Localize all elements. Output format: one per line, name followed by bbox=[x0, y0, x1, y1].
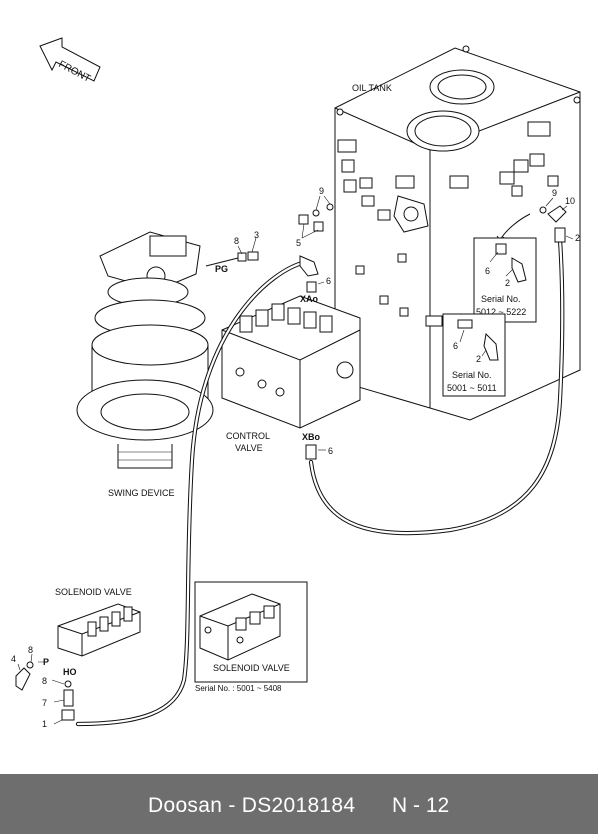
port-pg: PG bbox=[215, 264, 228, 274]
control-valve: CONTROL VALVE bbox=[221, 295, 361, 453]
part-number-6-xbo: 6 bbox=[328, 446, 333, 456]
footer-page-number: N - 12 bbox=[392, 794, 450, 817]
port-xbo: XBo bbox=[302, 432, 321, 442]
xao-fitting: XAo 6 bbox=[300, 276, 331, 304]
solenoid-valve: SOLENOID VALVE bbox=[55, 587, 141, 657]
footer-title: Doosan - DS2018184 bbox=[148, 794, 356, 817]
xbo-fitting: XBo 6 bbox=[302, 432, 333, 460]
part-number-7: 7 bbox=[42, 698, 47, 708]
hose-xbo-to-tank bbox=[308, 227, 566, 536]
hose-pg-to-solenoid bbox=[75, 255, 319, 727]
tank-return-fitting: 10 9 2 bbox=[496, 188, 580, 243]
solenoid-valve-label: SOLENOID VALVE bbox=[55, 587, 132, 597]
serial-box-2-line1: Serial No. bbox=[452, 370, 492, 380]
part-number-4: 4 bbox=[11, 654, 16, 664]
swing-device: SWING DEVICE bbox=[76, 231, 214, 498]
swing-device-label: SWING DEVICE bbox=[108, 488, 175, 498]
serial-box-1-line2: 5012 ~ 5222 bbox=[476, 307, 526, 317]
parts-diagram: FRONT bbox=[11, 37, 581, 729]
part-number-8-top: 8 bbox=[234, 236, 239, 246]
serial-box-2-part-b: 2 bbox=[476, 354, 481, 364]
oil-tank-label: OIL TANK bbox=[352, 83, 392, 93]
part-number-5-tank: 5 bbox=[296, 238, 301, 248]
solenoid-port-fittings: P HO 4 8 8 7 1 bbox=[11, 645, 77, 729]
inset-solenoid-label: SOLENOID VALVE bbox=[213, 663, 290, 673]
serial-box-2-part-a: 6 bbox=[453, 341, 458, 351]
part-number-3-top: 3 bbox=[254, 230, 259, 240]
part-number-9-right: 9 bbox=[552, 188, 557, 198]
part-number-2-right: 2 bbox=[575, 233, 580, 243]
inset-solenoid-box: SOLENOID VALVE Serial No. : 5001 ~ 5408 bbox=[194, 581, 308, 693]
part-number-8-ho: 8 bbox=[42, 676, 47, 686]
serial-box-2-line2: 5001 ~ 5011 bbox=[447, 383, 497, 393]
part-number-1: 1 bbox=[42, 719, 47, 729]
front-arrow-icon: FRONT bbox=[39, 37, 101, 85]
serial-box-5001-5011: 6 2 Serial No. 5001 ~ 5011 bbox=[442, 313, 506, 397]
tank-fittings-9-5: 9 5 bbox=[296, 186, 334, 248]
control-valve-label-2: VALVE bbox=[235, 443, 263, 453]
part-number-8-left: 8 bbox=[28, 645, 33, 655]
inset-serial-label: Serial No. : 5001 ~ 5408 bbox=[195, 684, 282, 693]
footer-bar: Doosan - DS2018184 N - 12 bbox=[0, 774, 598, 834]
part-number-10: 10 bbox=[565, 196, 575, 206]
serial-box-1-line1: Serial No. bbox=[481, 294, 521, 304]
part-number-6-xao: 6 bbox=[326, 276, 331, 286]
pg-port-fitting: PG 8 3 bbox=[205, 230, 259, 274]
port-xao: XAo bbox=[300, 294, 319, 304]
serial-box-5012-5222: 6 2 Serial No. 5012 ~ 5222 bbox=[473, 237, 537, 323]
part-number-9-tank: 9 bbox=[319, 186, 324, 196]
port-p: P bbox=[43, 657, 49, 667]
serial-box-1-part-a: 6 bbox=[485, 266, 490, 276]
control-valve-label-1: CONTROL bbox=[226, 431, 270, 441]
serial-box-1-part-b: 2 bbox=[505, 278, 510, 288]
oil-tank: OIL TANK bbox=[334, 45, 581, 421]
port-ho: HO bbox=[63, 667, 77, 677]
